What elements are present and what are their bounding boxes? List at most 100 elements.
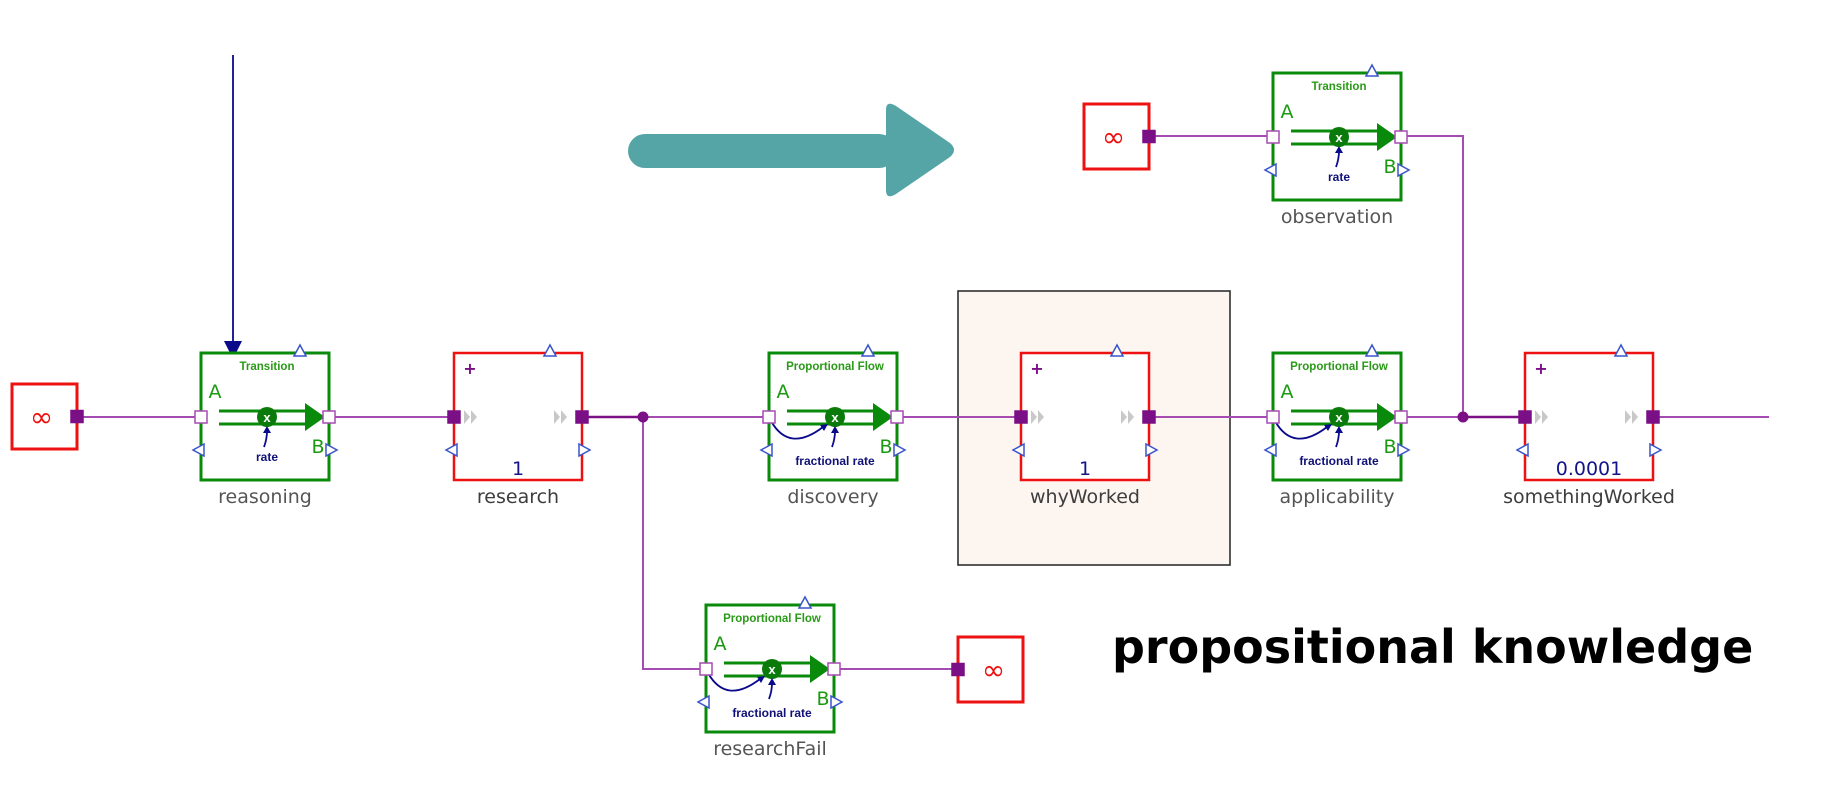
chevron-out-icon (554, 410, 560, 424)
port-a[interactable] (1266, 130, 1280, 144)
feedback-arrow (1274, 420, 1328, 440)
block-name-label: somethingWorked (1503, 486, 1675, 508)
port-b[interactable] (322, 410, 336, 424)
input-triangle-icon[interactable] (1515, 442, 1529, 458)
port-a-label: A (1281, 381, 1294, 403)
input-triangle-icon[interactable] (191, 442, 205, 458)
output-triangle-icon[interactable] (542, 343, 558, 357)
output-triangle-icon[interactable] (292, 343, 308, 357)
stock-inflow-port[interactable] (447, 410, 461, 424)
chevron-out-icon (1625, 410, 1631, 424)
input-triangle-icon[interactable] (1263, 442, 1277, 458)
flow-type-label: Transition (240, 361, 295, 373)
multiply-icon (762, 659, 782, 679)
input-triangle-icon[interactable] (759, 442, 773, 458)
block-name-label: whyWorked (1030, 486, 1140, 508)
port-a[interactable] (1266, 410, 1280, 424)
wire-observation-to-junction[interactable] (1401, 135, 1464, 417)
stock-outflow-port[interactable] (575, 410, 589, 424)
output-triangle-icon[interactable] (1364, 343, 1380, 357)
chevron-in-icon (1542, 410, 1548, 424)
stock-inflow-port[interactable] (1518, 410, 1532, 424)
output-triangle-icon[interactable] (1109, 343, 1125, 357)
output-triangle-icon[interactable] (1145, 442, 1159, 458)
multiply-glyph: x (1335, 410, 1343, 425)
output-triangle-icon[interactable] (578, 442, 592, 458)
chevron-in-icon (464, 410, 470, 424)
input-triangle-icon[interactable] (444, 442, 458, 458)
parameter-label: rate (256, 450, 278, 464)
port-a[interactable] (762, 410, 776, 424)
stock-outflow-port[interactable] (1142, 410, 1156, 424)
parameter-label: fractional rate (795, 454, 875, 468)
output-triangle-icon[interactable] (860, 343, 876, 357)
block-name-label: reasoning (218, 486, 312, 508)
junction-dot (637, 411, 649, 423)
port-a[interactable] (699, 662, 713, 676)
port-b[interactable] (890, 410, 904, 424)
output-triangle-icon[interactable] (1364, 63, 1380, 77)
flow-port[interactable] (1142, 129, 1156, 144)
multiply-icon (825, 407, 845, 427)
output-triangle-icon[interactable] (1397, 442, 1411, 458)
block-name-label: observation (1281, 206, 1393, 228)
connection-wires (77, 135, 1769, 670)
port-b[interactable] (1394, 410, 1408, 424)
teal-arrow-icon (628, 103, 954, 197)
flow-type-label: Proportional Flow (786, 361, 884, 373)
chevron-in-icon (1038, 410, 1044, 424)
input-triangle-icon[interactable] (1011, 442, 1025, 458)
port-b-label: B (816, 688, 829, 710)
block-name-label: researchFail (713, 738, 827, 760)
multiply-icon (257, 407, 277, 427)
multiply-glyph: x (263, 410, 271, 425)
cloud-boundary (10, 382, 79, 451)
sink-researchfail-block[interactable]: ∞ (951, 635, 1025, 704)
parameter-label: fractional rate (1299, 454, 1379, 468)
port-a-label: A (777, 381, 790, 403)
stock-value: 0.0001 (1556, 458, 1622, 480)
stock-outflow-port[interactable] (1646, 410, 1660, 424)
multiply-glyph: x (768, 662, 776, 677)
stock-value: 1 (512, 458, 524, 480)
port-b[interactable] (827, 662, 841, 676)
chevron-in-icon (471, 410, 477, 424)
output-triangle-icon[interactable] (325, 442, 339, 458)
parameter-label: fractional rate (732, 706, 812, 720)
input-triangle-icon[interactable] (1263, 162, 1277, 178)
flow-port[interactable] (70, 409, 84, 424)
output-triangle-icon[interactable] (1649, 442, 1663, 458)
cloud-boundary (956, 635, 1025, 704)
feedback-arrow (707, 672, 761, 692)
input-triangle-icon[interactable] (696, 694, 710, 710)
plus-icon: + (1030, 359, 1043, 378)
output-triangle-icon[interactable] (1613, 343, 1629, 357)
wire-to-researchfail[interactable] (642, 417, 706, 670)
flow-port[interactable] (951, 662, 965, 677)
port-a-label: A (209, 381, 222, 403)
stock-inflow-port[interactable] (1014, 410, 1028, 424)
port-b-label: B (1383, 156, 1396, 178)
source-reasoning-block[interactable]: ∞ (10, 382, 84, 451)
output-triangle-icon[interactable] (893, 442, 907, 458)
port-a[interactable] (194, 410, 208, 424)
port-b-label: B (879, 436, 892, 458)
port-b[interactable] (1394, 130, 1408, 144)
port-b-label: B (311, 436, 324, 458)
caption-propositional-knowledge: propositional knowledge (1112, 620, 1753, 674)
output-triangle-icon[interactable] (1397, 162, 1411, 178)
output-triangle-icon[interactable] (830, 694, 844, 710)
source-observation-block[interactable]: ∞ (1082, 102, 1156, 171)
output-triangle-icon[interactable] (797, 595, 813, 609)
infinity-icon: ∞ (982, 654, 1005, 687)
chevron-out-icon (1632, 410, 1638, 424)
